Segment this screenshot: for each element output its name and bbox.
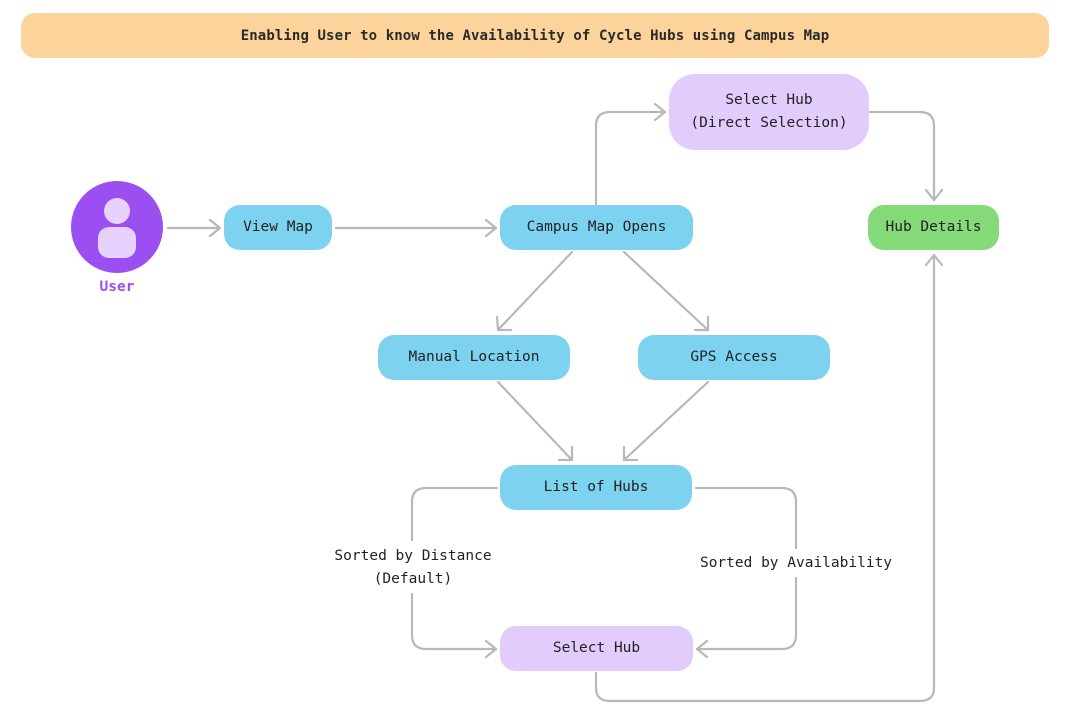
edge-list-to-select-distance-lower: [410, 592, 498, 651]
node-select-hub-direct: Select Hub (Direct Selection): [669, 74, 869, 150]
node-list-of-hubs: List of Hubs: [500, 465, 692, 510]
edge-label-sorted-by-distance: Sorted by Distance (Default): [334, 548, 492, 587]
arrowhead: [924, 253, 944, 267]
arrowhead: [695, 639, 709, 659]
edge-campus-map-to-gps: [622, 250, 710, 332]
edge-direct-select-to-hub-details: [868, 110, 936, 202]
node-manual-location: Manual Location: [378, 335, 570, 380]
edge-list-to-select-availability: [694, 486, 798, 550]
edge-list-to-select-availability-lower: [695, 576, 798, 651]
node-view-map: View Map: [224, 205, 332, 250]
arrowhead: [653, 102, 667, 122]
node-hub-details: Hub Details: [868, 205, 999, 250]
node-campus-map-opens: Campus Map Opens: [500, 205, 693, 250]
edge-gps-to-list: [622, 380, 710, 462]
edge-manual-to-list: [496, 380, 574, 462]
arrowhead: [495, 315, 513, 332]
user-avatar: [71, 181, 163, 273]
node-select-hub: Select Hub: [500, 626, 693, 671]
diagram-title: Enabling User to know the Availability o…: [21, 13, 1049, 58]
arrowhead: [557, 445, 574, 462]
arrowhead: [693, 315, 710, 332]
arrowhead: [208, 218, 222, 238]
user-icon: [98, 198, 136, 258]
user-label: User: [99, 279, 135, 295]
edge-label-sorted-by-availability: Sorted by Availability: [699, 555, 893, 571]
edge-list-to-select-distance: [410, 486, 499, 542]
arrowhead: [484, 639, 498, 659]
edge-campus-map-to-direct-select: [594, 110, 667, 206]
arrowhead: [622, 445, 639, 462]
node-gps-access: GPS Access: [638, 335, 830, 380]
arrowhead: [484, 218, 498, 238]
edge-campus-map-to-manual: [496, 250, 574, 332]
edge-select-to-hub-details: [594, 253, 936, 703]
arrowhead: [924, 188, 944, 202]
